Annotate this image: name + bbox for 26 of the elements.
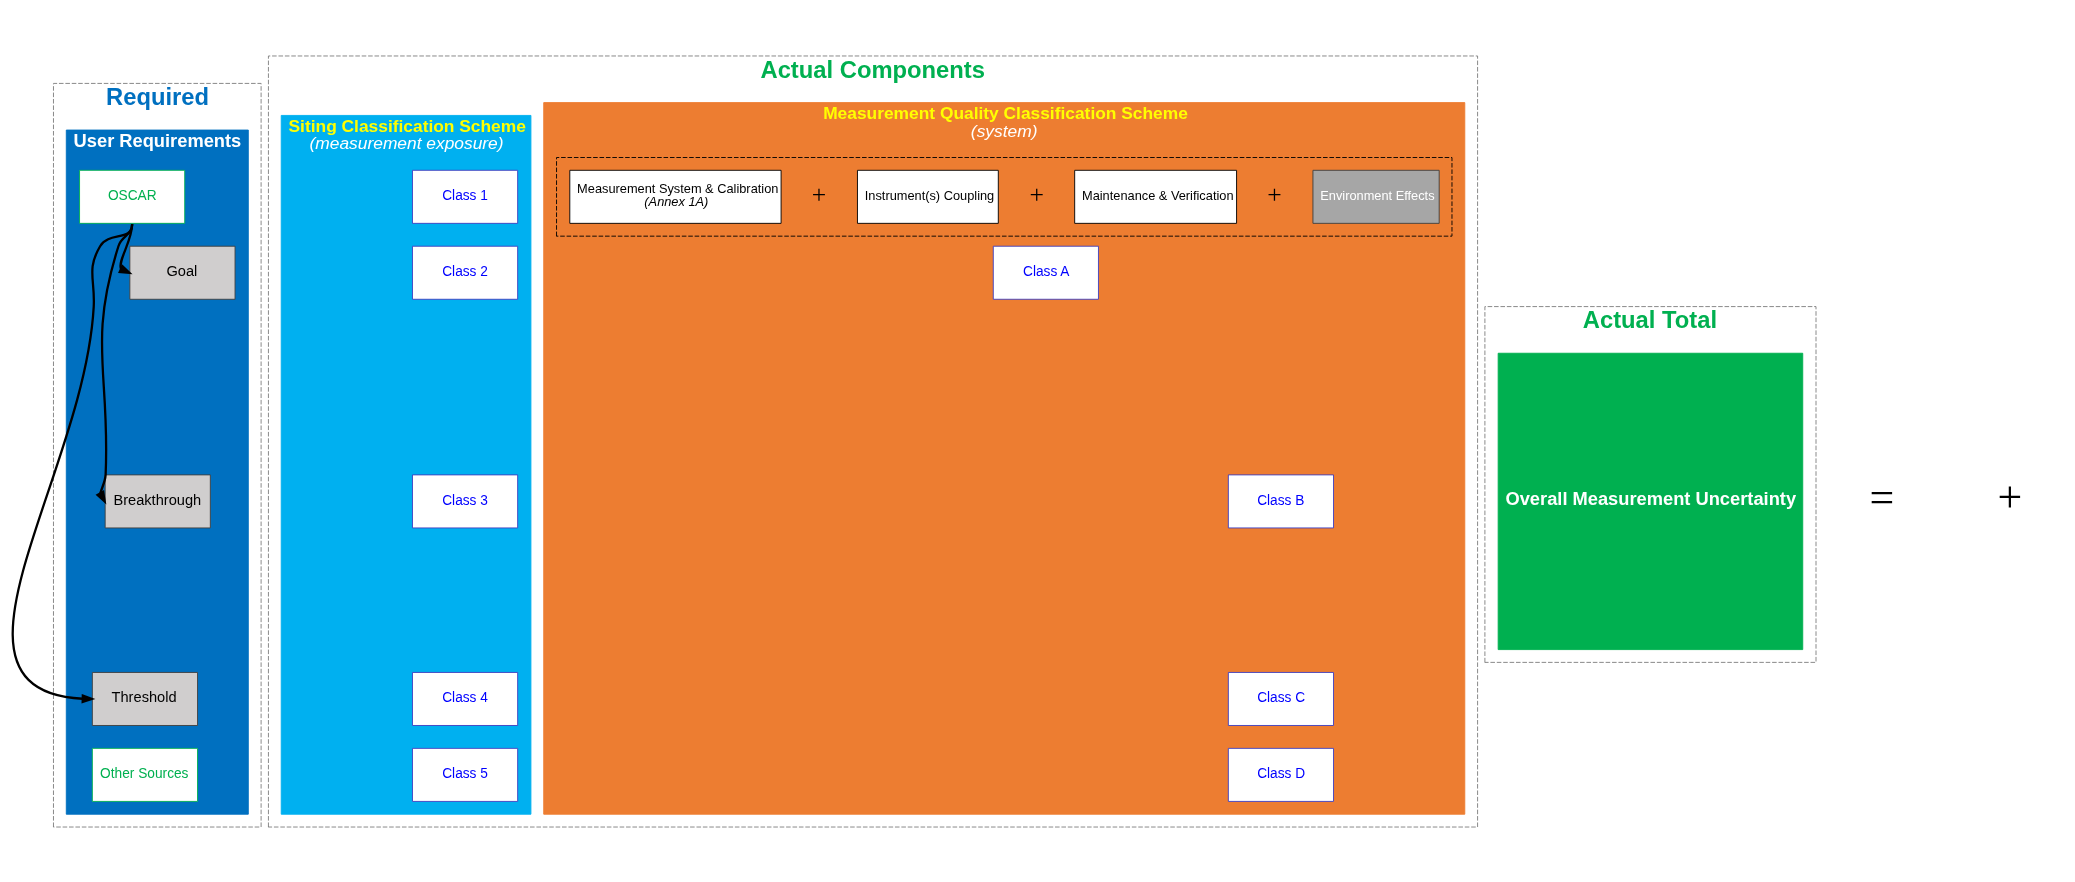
label: + bbox=[1267, 179, 1282, 209]
node-box: Class 5 bbox=[412, 747, 519, 802]
label: = bbox=[1869, 472, 1895, 521]
node-box: OSCAR bbox=[79, 169, 186, 224]
node-box: Instrument(s) Coupling bbox=[857, 169, 999, 224]
node-box: Class 3 bbox=[412, 473, 519, 528]
node-box: Goal bbox=[129, 245, 236, 300]
node-box: Class D bbox=[1227, 747, 1334, 802]
node-box: Class C bbox=[1227, 671, 1334, 726]
label: + bbox=[1029, 179, 1044, 209]
node-box: Other Sources bbox=[91, 747, 198, 802]
node-box: Threshold bbox=[91, 671, 198, 726]
node-box: Breakthrough bbox=[104, 473, 211, 528]
node-box: Maintenance & Verification bbox=[1074, 169, 1238, 224]
node-box: Class B bbox=[1227, 473, 1334, 528]
node-box: Class A bbox=[992, 245, 1099, 300]
node-box: Measurement System & Calibration (Annex 1A) bbox=[569, 169, 782, 224]
node-box: Class 2 bbox=[412, 245, 519, 300]
node-box: Environment Effects bbox=[1312, 169, 1440, 224]
node-box: Overall Measurement Uncertainty bbox=[1497, 352, 1804, 650]
arrow bbox=[11, 223, 134, 704]
node-box: Class 4 bbox=[412, 671, 519, 726]
node-box: Class 1 bbox=[412, 169, 519, 224]
label: + bbox=[811, 179, 827, 209]
label: + bbox=[1997, 472, 2023, 521]
cluster bbox=[556, 156, 1453, 237]
